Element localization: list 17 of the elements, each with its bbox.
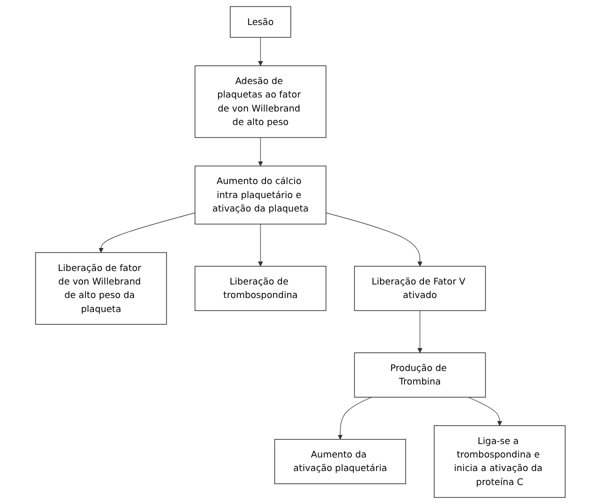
node-box: Adesão de plaquetas ao fator de von Willebrand de alto peso xyxy=(194,66,326,138)
arrow xyxy=(338,396,372,440)
node-box: Liga-se a trombospondina e inicia a ativação da proteína C xyxy=(434,425,566,498)
node-box: Produção de Trombina xyxy=(354,352,486,398)
arrow xyxy=(258,137,264,166)
node-box: Liberação de Fator V ativado xyxy=(354,266,486,311)
node-box: Aumento da ativação plaquetária xyxy=(274,439,406,484)
node-box: Aumento do cálcio intra plaquetário e ativação da plaqueta xyxy=(194,166,326,224)
arrow xyxy=(418,310,423,354)
node-box: Liberação de fator de von Willebrand de alto peso da plaqueta xyxy=(35,252,167,325)
arrow xyxy=(98,212,196,253)
node-box: Lesão xyxy=(230,6,292,38)
arrow xyxy=(258,37,264,66)
arrow xyxy=(468,396,502,426)
arrow xyxy=(258,224,264,266)
node-box: Liberação de trombospondina xyxy=(194,266,326,311)
arrow xyxy=(326,212,423,266)
